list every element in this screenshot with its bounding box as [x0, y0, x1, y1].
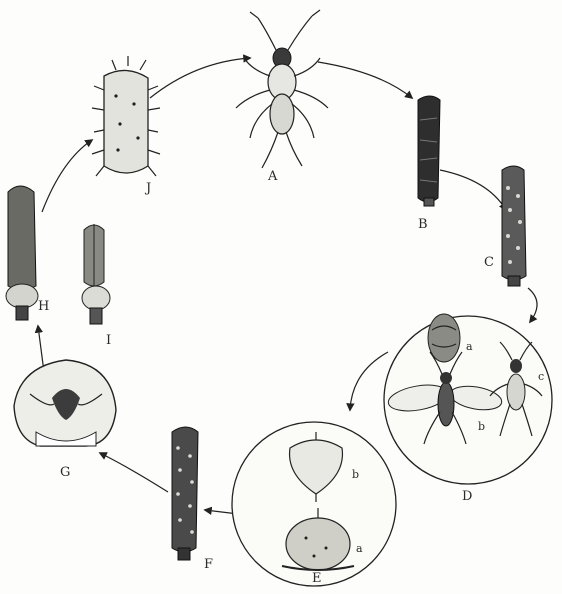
arrow-g-to-h [38, 326, 44, 372]
stage-label-g: G [60, 465, 70, 480]
stage-a-insect: A [236, 10, 328, 184]
arrow-j-to-a [150, 58, 250, 98]
stage-b-cylinder: B [418, 96, 440, 232]
stage-h-cylinder: H [6, 186, 49, 320]
arrow-d-to-e [350, 352, 388, 410]
stage-label-f: F [204, 557, 213, 572]
stage-e-inset: b a E [232, 422, 396, 586]
stage-label-e: E [312, 571, 322, 586]
stage-label-h: H [38, 299, 49, 314]
stage-i-cylinder: I [82, 224, 111, 348]
arrow-h-to-j [42, 140, 92, 212]
arrow-a-to-b [318, 62, 412, 98]
inset-d-label-c: c [538, 370, 544, 383]
stage-j-cylinder: J [92, 56, 160, 196]
stage-label-a: A [267, 169, 278, 184]
inset-e-label-a: a [356, 542, 363, 555]
stage-label-i: I [106, 333, 111, 348]
inset-d-item-a [428, 314, 460, 362]
stage-label-c: C [484, 255, 494, 270]
stage-label-b: B [418, 217, 428, 232]
arrow-c-to-d [528, 288, 537, 322]
arrow-b-to-c [440, 170, 506, 210]
inset-e-label-b: b [352, 468, 359, 481]
stage-d-inset: a b c D [384, 314, 552, 504]
stage-label-d: D [462, 489, 472, 504]
stage-label-j: J [144, 181, 151, 196]
arrow-f-to-g [100, 453, 168, 492]
stage-g-fruit: G [14, 360, 116, 480]
inset-d-label-a: a [466, 340, 473, 353]
stage-c-cylinder: C [484, 166, 526, 286]
stage-f-cylinder: F [172, 427, 213, 572]
inset-d-label-b: b [478, 420, 485, 433]
